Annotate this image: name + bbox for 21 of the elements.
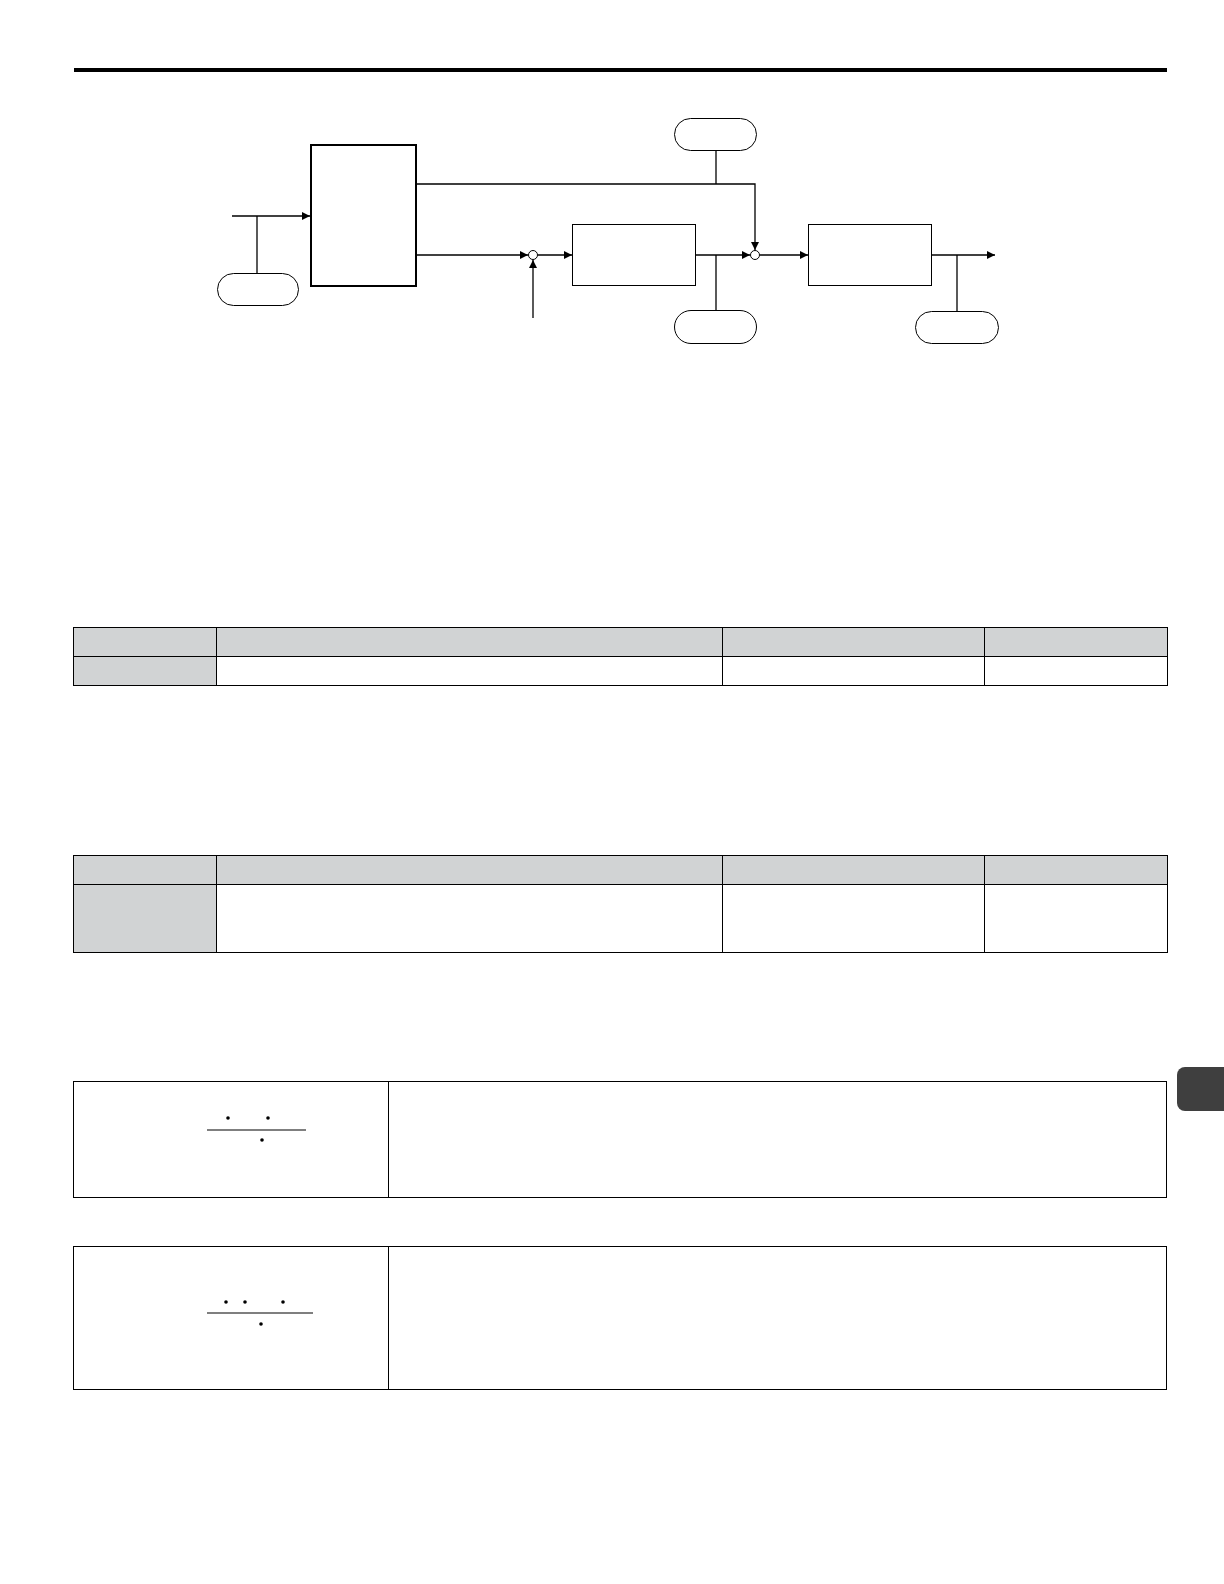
rounded-box [915, 311, 999, 344]
rounded-box [674, 310, 757, 344]
block-box [572, 224, 696, 286]
leader-line [956, 254, 958, 312]
arrow [931, 251, 996, 259]
arrow [695, 251, 751, 259]
leader-line [715, 150, 717, 185]
arrow [537, 251, 573, 259]
leader-line [715, 254, 717, 311]
block-box [808, 224, 932, 286]
arrow [416, 183, 759, 251]
arrow [231, 212, 311, 220]
rounded-box [217, 273, 299, 306]
arrow [416, 251, 529, 259]
summing-junction [750, 250, 760, 260]
arrow [759, 251, 809, 259]
arrow [529, 259, 537, 319]
rounded-box [674, 118, 757, 151]
summing-junction [528, 250, 538, 260]
leader-line [256, 215, 258, 274]
block-box [310, 144, 417, 287]
